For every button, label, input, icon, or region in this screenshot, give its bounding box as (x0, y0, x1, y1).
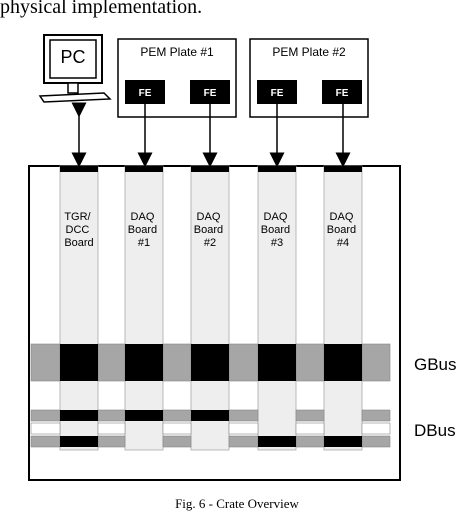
dbus-segment (30, 422, 61, 435)
gbus-connector (191, 344, 229, 381)
gbus-segment (228, 343, 259, 382)
dbus-segment (228, 435, 259, 448)
fe-box (125, 80, 165, 104)
top-text: physical implementation. (0, 0, 202, 18)
dbus-connector (258, 436, 296, 447)
dbus-segment (361, 435, 391, 448)
board-column (124, 165, 164, 451)
gbus-connector (258, 344, 296, 381)
gbus-connector (125, 344, 163, 381)
fe-label: FE (271, 88, 284, 99)
board-label: DAQ Board #3 (261, 211, 293, 249)
gbus (30, 343, 391, 382)
pc-label: PC (60, 47, 85, 67)
dbus-connector (60, 410, 98, 421)
dbus-segment (30, 409, 61, 422)
board-top-connector (191, 166, 229, 172)
board-top-connector (125, 166, 163, 172)
dbus-segment (295, 409, 325, 422)
dbus (30, 409, 391, 448)
dbus-segment (228, 422, 259, 435)
figure-caption: Fig. 6 - Crate Overview (175, 496, 299, 511)
gbus-segment (361, 343, 391, 382)
board-column (323, 165, 363, 451)
pem-plate-1: PEM Plate #1 FE FE (117, 38, 237, 118)
fe-box (190, 80, 230, 104)
fe-box (322, 80, 362, 104)
gbus-connector (324, 344, 362, 381)
fe-box (257, 80, 297, 104)
gbus-segment (162, 343, 192, 382)
dbus-segment (162, 422, 192, 435)
board-column (190, 165, 230, 451)
connection-arrows (71, 102, 351, 168)
pem-plate-2-title: PEM Plate #2 (272, 45, 346, 59)
fe-label: FE (336, 88, 349, 99)
board-label: TGR/ DCC Board (64, 211, 93, 249)
dbus-segment (97, 435, 126, 448)
dbus-segment (162, 435, 192, 448)
board-top-connector (60, 166, 98, 172)
fe-label: FE (139, 88, 152, 99)
dbus-segment (361, 422, 391, 435)
dbus-segment (30, 435, 61, 448)
dbus-connector (191, 410, 229, 421)
dbus-segment (162, 409, 192, 422)
board-column (59, 165, 99, 451)
board-top-connector (324, 166, 362, 172)
board-top-connector (258, 166, 296, 172)
boards: TGR/ DCC Board DAQ Board #1 DAQ Board #2… (59, 165, 363, 451)
dbus-segment (361, 409, 391, 422)
dbus-segment (295, 435, 325, 448)
dbus-segment (97, 422, 126, 435)
board-label: DAQ Board #4 (327, 211, 359, 249)
dbus-segment (228, 409, 259, 422)
dbus-segment (295, 422, 325, 435)
board-label: DAQ Board #1 (128, 211, 160, 249)
gbus-label: GBus (414, 355, 457, 374)
board-column (257, 165, 297, 451)
gbus-segment (295, 343, 325, 382)
dbus-connector (60, 436, 98, 447)
gbus-segment (30, 343, 61, 382)
pc-icon: PC (38, 34, 112, 103)
dbus-label: DBus (414, 421, 456, 440)
dbus-segment (97, 409, 126, 422)
pem-plate-1-title: PEM Plate #1 (140, 45, 214, 59)
gbus-segment (97, 343, 126, 382)
board-label: DAQ Board #2 (194, 211, 226, 249)
dbus-connector (324, 436, 362, 447)
dbus-connector (125, 410, 163, 421)
gbus-connector (60, 344, 98, 381)
fe-label: FE (204, 88, 217, 99)
pem-plate-2: PEM Plate #2 FE FE (249, 38, 369, 118)
